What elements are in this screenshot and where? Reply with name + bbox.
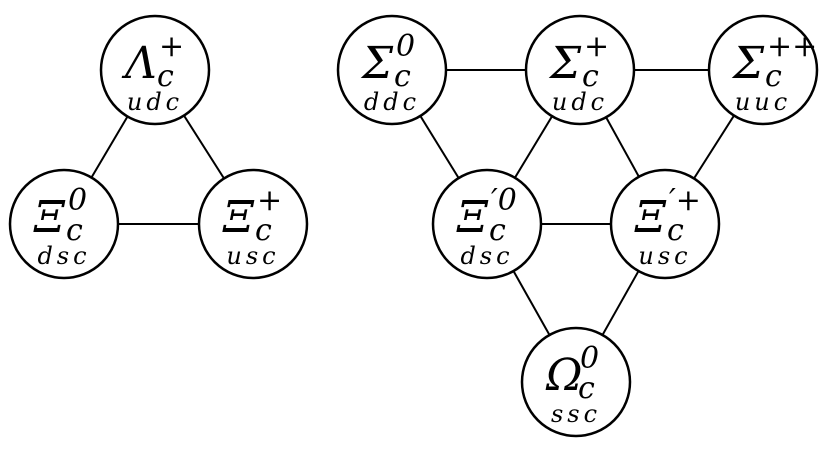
flavor-subscript: c bbox=[255, 213, 272, 248]
flavor-subscript: c bbox=[489, 213, 506, 248]
charge-superscript: ++ bbox=[767, 29, 817, 64]
flavor-subscript: c bbox=[765, 59, 782, 94]
baryon-symbol: Ξ bbox=[634, 192, 667, 243]
node-circle bbox=[99, 14, 211, 126]
node-circle bbox=[707, 14, 819, 126]
quark-content: udc bbox=[552, 88, 608, 116]
quark-content: ssc bbox=[551, 400, 601, 428]
node-circle bbox=[197, 168, 309, 280]
flavor-subscript: c bbox=[582, 59, 599, 94]
quark-content: ddc bbox=[364, 88, 420, 116]
flavor-subscript: c bbox=[667, 213, 684, 248]
flavor-subscript: c bbox=[578, 371, 595, 406]
flavor-subscript: c bbox=[157, 59, 174, 94]
quark-content: usc bbox=[226, 242, 279, 270]
quark-content: usc bbox=[638, 242, 691, 270]
charge-superscript: 0 bbox=[68, 183, 87, 218]
charge-superscript: ′0 bbox=[491, 183, 517, 218]
charge-superscript: + bbox=[159, 29, 184, 64]
baryon-symbol: Ω bbox=[545, 350, 582, 401]
quark-content: dsc bbox=[37, 242, 90, 270]
quark-content: uuc bbox=[735, 88, 791, 116]
charge-superscript: 0 bbox=[396, 29, 415, 64]
baryon-symbol: Ξ bbox=[456, 192, 489, 243]
flavor-subscript: c bbox=[394, 59, 411, 94]
charge-superscript: + bbox=[584, 29, 609, 64]
node-circle bbox=[336, 14, 448, 126]
node-circle bbox=[431, 168, 543, 280]
node-circle bbox=[8, 168, 120, 280]
baryon-symbol: Ξ bbox=[222, 192, 255, 243]
node-circle bbox=[524, 14, 636, 126]
node-circle bbox=[520, 326, 632, 438]
charge-superscript: + bbox=[257, 183, 282, 218]
node-circle bbox=[609, 168, 721, 280]
baryon-symbol: Λ bbox=[121, 38, 157, 89]
baryon-symbol: Ξ bbox=[33, 192, 66, 243]
baryon-symbol: Σ bbox=[548, 38, 582, 89]
quark-content: udc bbox=[127, 88, 183, 116]
quark-content: dsc bbox=[460, 242, 513, 270]
flavor-subscript: c bbox=[66, 213, 83, 248]
baryon-symbol: Σ bbox=[360, 38, 394, 89]
baryon-symbol: Σ bbox=[731, 38, 765, 89]
charge-superscript: 0 bbox=[580, 341, 599, 376]
charge-superscript: ′+ bbox=[669, 183, 701, 218]
